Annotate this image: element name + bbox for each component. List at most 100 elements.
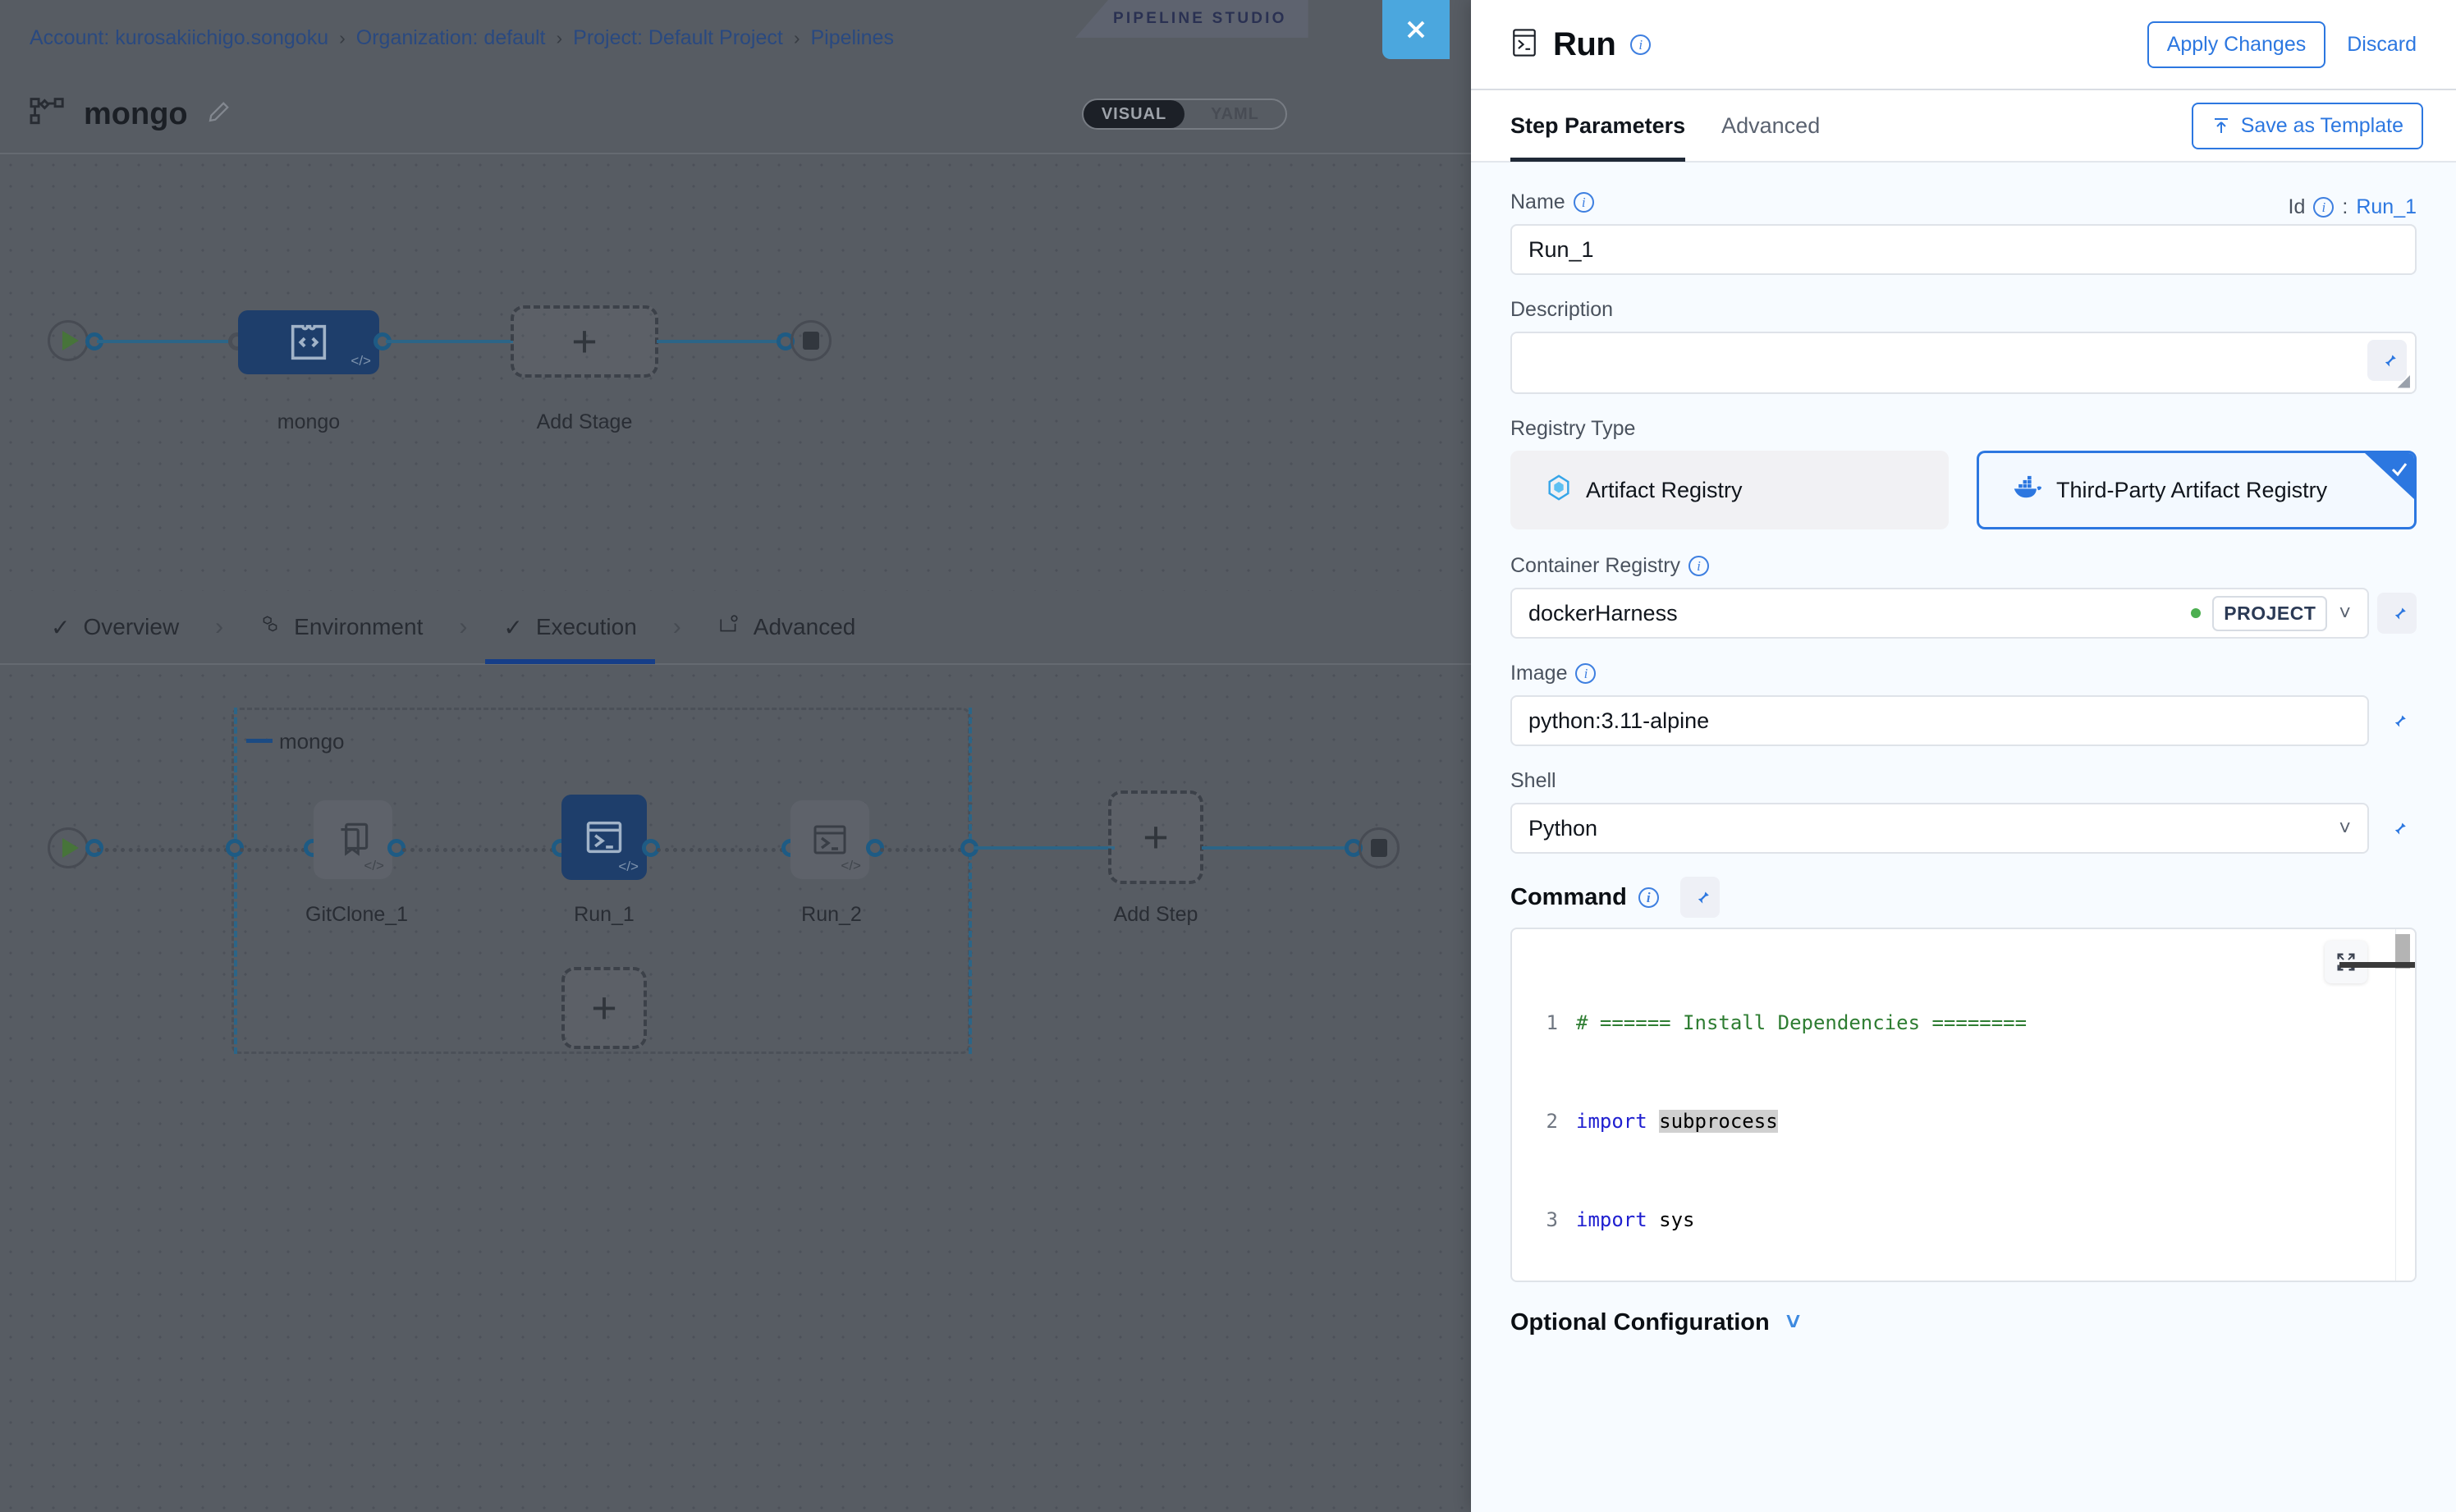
image-input[interactable]: python:3.11-alpine <box>1510 695 2369 746</box>
breadcrumb-item-project[interactable]: Project: Default Project <box>573 25 783 49</box>
pipeline-icon <box>30 96 66 133</box>
chevron-right-icon: › <box>339 26 346 48</box>
breadcrumb-item-pipelines[interactable]: Pipelines <box>810 25 894 49</box>
info-icon[interactable]: i <box>1638 887 1659 908</box>
stage-canvas[interactable] <box>0 154 1471 591</box>
stage-tab-environment[interactable]: Environment <box>241 590 441 664</box>
check-icon: ✓ <box>51 614 71 640</box>
pipeline-studio-tag: PIPELINE STUDIO <box>1075 0 1308 38</box>
toggle-yaml[interactable]: YAML <box>1211 104 1259 123</box>
play-icon <box>62 838 79 858</box>
pipeline-start-node[interactable] <box>48 320 89 361</box>
discard-button[interactable]: Discard <box>2347 32 2417 56</box>
chevron-down-icon[interactable]: ˅ <box>2339 601 2351 625</box>
connector <box>880 848 962 852</box>
id-value[interactable]: Run_1 <box>2356 195 2417 218</box>
stage-config-tabs: ✓ Overview › Environment › ✓ Execution ›… <box>0 591 1471 665</box>
resize-handle[interactable]: ◢ <box>2397 372 2410 390</box>
name-field-group: Name i Id i : Run_1 Run_1 <box>1510 190 2417 275</box>
edit-pencil-icon[interactable] <box>206 100 231 129</box>
chevron-down-icon[interactable]: ˅ <box>2339 816 2351 840</box>
breadcrumb-item-organization[interactable]: Organization: default <box>355 25 546 49</box>
hexagon-icon <box>259 614 281 641</box>
pin-icon <box>2381 351 2396 370</box>
registry-option-label: Third-Party Artifact Registry <box>2056 477 2328 502</box>
registry-option-third-party[interactable]: Third-Party Artifact Registry <box>1977 451 2417 529</box>
editor-scrollbar-thumb[interactable] <box>2395 934 2410 969</box>
optional-configuration-toggle[interactable]: Optional Configuration ˅ <box>1510 1308 2417 1336</box>
pin-icon <box>2391 604 2406 623</box>
collapse-dash-icon[interactable] <box>246 739 273 743</box>
info-icon[interactable]: i <box>1575 663 1597 684</box>
name-input[interactable]: Run_1 <box>1510 224 2417 275</box>
tab-step-parameters[interactable]: Step Parameters <box>1510 89 1685 162</box>
container-registry-select[interactable]: dockerHarness PROJECT ˅ <box>1510 588 2369 639</box>
apply-changes-button[interactable]: Apply Changes <box>2147 21 2326 68</box>
advanced-icon <box>717 614 740 641</box>
registry-option-artifact-registry[interactable]: Artifact Registry <box>1510 451 1949 529</box>
execution-end-node[interactable] <box>1359 827 1400 868</box>
chevron-right-icon: › <box>556 26 563 48</box>
chevron-down-icon[interactable]: ˅ <box>1785 1308 1801 1336</box>
code-badge-icon: </> <box>351 353 371 369</box>
pin-image-button[interactable] <box>2377 700 2417 741</box>
upload-icon <box>2214 118 2228 133</box>
tab-advanced[interactable]: Advanced <box>1721 112 1821 138</box>
scope-status-dot <box>2191 608 2202 618</box>
execution-start-node[interactable] <box>48 827 89 868</box>
connector <box>974 846 1115 850</box>
info-icon[interactable]: i <box>1573 192 1594 213</box>
pin-container-registry-button[interactable] <box>2377 593 2417 634</box>
breadcrumb: Account: kurosakiichigo.songoku › Organi… <box>0 26 894 50</box>
close-panel-button[interactable] <box>1382 0 1450 59</box>
step-config-panel: Run i Apply Changes Discard Step Paramet… <box>1382 0 2456 1512</box>
description-textarea[interactable]: ◢ <box>1510 332 2417 394</box>
stage-tab-overview[interactable]: ✓ Overview <box>33 590 197 664</box>
add-stage-label: Add Stage <box>536 410 633 433</box>
add-step-button[interactable]: + <box>1108 790 1203 884</box>
info-icon[interactable]: i <box>1630 34 1652 55</box>
toggle-visual[interactable]: VISUAL <box>1084 100 1184 128</box>
breadcrumb-item-account[interactable]: Account: kurosakiichigo.songoku <box>30 25 329 49</box>
info-icon[interactable]: i <box>2313 197 2335 218</box>
add-step-label: Add Step <box>1113 903 1198 926</box>
stage-tab-execution[interactable]: ✓ Execution <box>485 590 654 664</box>
shell-select[interactable]: Python ˅ <box>1510 803 2369 854</box>
add-stage-button[interactable]: + <box>511 305 658 378</box>
panel-tabs: Step Parameters Advanced Save as Templat… <box>1471 90 2456 163</box>
pin-description-button[interactable] <box>2367 340 2407 381</box>
step-node-gitclone-1[interactable]: </> <box>314 800 392 879</box>
close-icon <box>1407 21 1425 39</box>
pin-command-button[interactable] <box>1679 877 1720 918</box>
info-icon[interactable]: i <box>1688 556 1710 576</box>
play-icon <box>62 331 79 351</box>
stage-node-mongo[interactable]: </> <box>238 310 379 374</box>
shell-value: Python <box>1528 815 1598 841</box>
code-content[interactable]: 1# ====== Install Dependencies ======== … <box>1512 929 2415 1281</box>
check-icon: ✓ <box>503 614 523 640</box>
stop-icon <box>803 332 819 350</box>
pin-shell-button[interactable] <box>2377 808 2417 849</box>
code-line: 1# ====== Install Dependencies ======== <box>1512 1006 2415 1039</box>
container-registry-group: Container Registry i dockerHarness PROJE… <box>1510 554 2417 639</box>
visual-yaml-toggle[interactable]: VISUAL YAML <box>1082 99 1287 130</box>
save-as-template-button[interactable]: Save as Template <box>2191 102 2423 149</box>
code-badge-icon: </> <box>618 859 639 874</box>
pin-icon <box>2391 819 2406 838</box>
registry-option-label: Artifact Registry <box>1586 477 1743 502</box>
pipeline-end-node[interactable] <box>790 320 832 361</box>
stage-tab-label: Overview <box>83 614 180 639</box>
editor-scroll-indicator <box>2339 962 2415 968</box>
step-node-label: Run_2 <box>801 903 862 926</box>
execution-canvas[interactable] <box>0 665 1471 1512</box>
connector <box>97 848 228 852</box>
stage-tab-advanced[interactable]: Advanced <box>699 590 874 664</box>
add-parallel-step-button[interactable]: + <box>561 967 647 1049</box>
step-group-boundary <box>969 708 972 1054</box>
chevron-right-icon: › <box>215 613 224 640</box>
command-code-editor[interactable]: 1# ====== Install Dependencies ======== … <box>1510 928 2417 1282</box>
step-node-run-1[interactable]: </> <box>561 795 647 880</box>
step-node-run-2[interactable]: </> <box>790 800 869 879</box>
editor-scrollbar-track[interactable] <box>2395 929 2410 1281</box>
panel-header: Run i Apply Changes Discard <box>1471 0 2456 90</box>
